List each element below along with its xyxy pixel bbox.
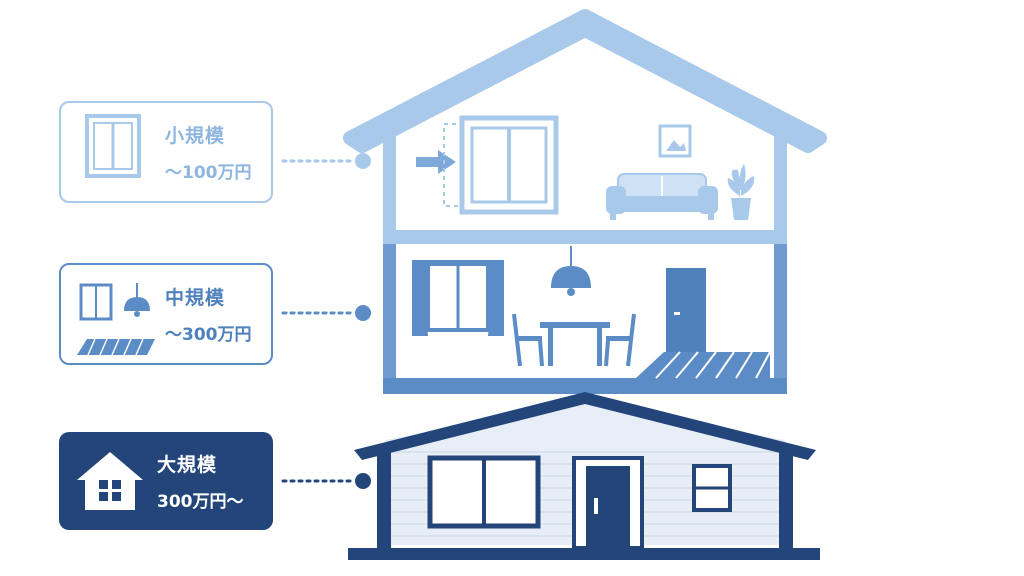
arrow-icon	[416, 150, 456, 174]
ground-floor-gable	[385, 402, 785, 440]
tier-large-price: 300万円～	[157, 492, 244, 512]
flooring-icon	[77, 338, 155, 356]
ground-base	[348, 548, 820, 560]
curtain-window-icon	[412, 260, 504, 336]
pendant-lamp-icon	[124, 283, 150, 317]
picture-frame-icon	[658, 124, 692, 158]
dining-table-icon	[540, 322, 610, 366]
tier-card-small: 小規模 ～100万円	[59, 101, 273, 203]
tier-card-medium: 中規模 ～300万円	[59, 263, 273, 365]
middle-floor	[383, 244, 787, 394]
tier-small-price: ～100万円	[165, 163, 252, 183]
window-icon	[79, 283, 113, 321]
window-icon	[459, 115, 559, 215]
tier-medium-label: 中規模	[165, 287, 226, 309]
tier-large-label: 大規模	[157, 454, 218, 476]
chair-icon	[604, 313, 636, 367]
tier-medium-price: ～300万円	[165, 325, 252, 345]
sofa-icon	[606, 173, 718, 220]
door-icon	[666, 268, 706, 356]
tier-card-large: 大規模 300万円～	[59, 432, 273, 530]
connector-small	[281, 153, 371, 169]
medium-renovation-icons	[77, 283, 155, 356]
ground-floor	[348, 392, 820, 560]
flooring-icon	[636, 351, 771, 379]
top-floor	[343, 9, 827, 244]
plant-icon	[727, 164, 755, 220]
tier-small-label: 小規模	[165, 125, 226, 147]
door-icon	[572, 456, 644, 550]
window-icon	[427, 455, 541, 529]
pendant-lamp-icon	[551, 246, 591, 296]
window-icon	[85, 114, 141, 178]
connector-large	[281, 473, 371, 489]
house-icon	[77, 452, 143, 510]
connector-medium	[281, 305, 371, 321]
small-window-icon	[692, 464, 732, 512]
chair-icon	[512, 313, 544, 367]
